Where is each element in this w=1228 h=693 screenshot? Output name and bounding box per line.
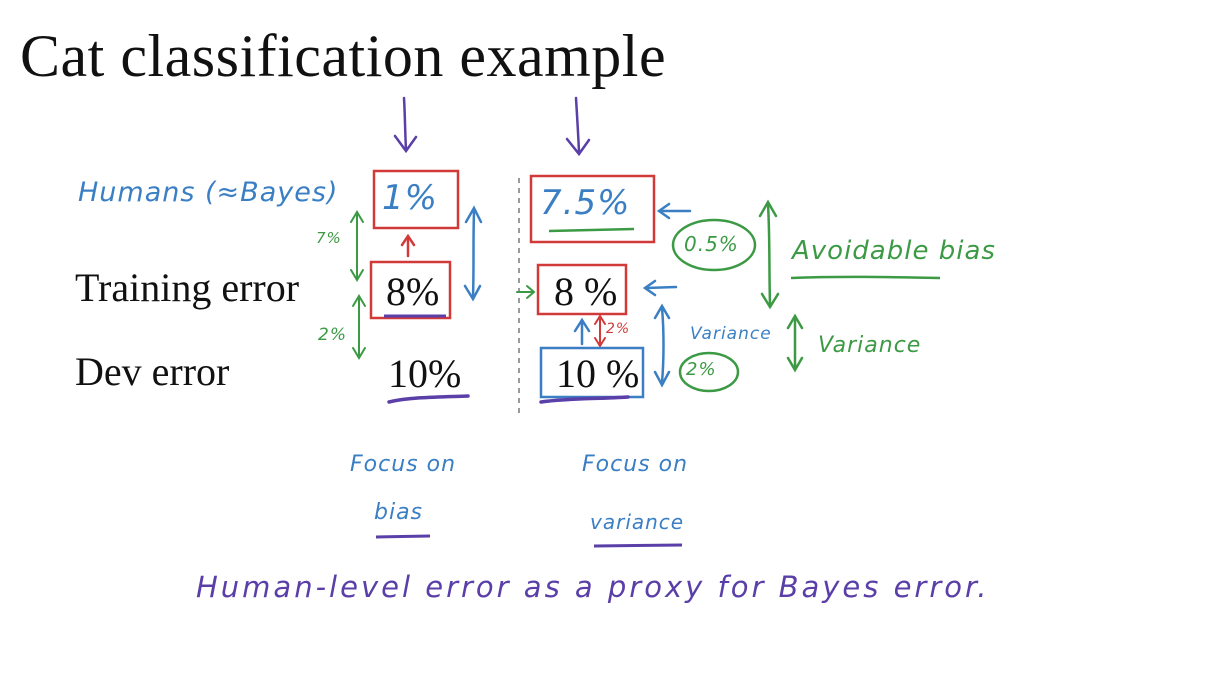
arrow-avoidable-bias	[758, 199, 780, 310]
value-a-training: 8%	[386, 269, 440, 314]
underline-a-dev	[387, 394, 470, 404]
arrow-b-blue-left-mid	[642, 279, 678, 297]
row-label-humans: Humans (≈Bayes)	[78, 177, 339, 208]
focus-b-line1: Focus on	[582, 452, 689, 477]
column-b-pointer-arrow	[565, 96, 591, 157]
column-a-pointer-arrow	[393, 96, 418, 154]
label-avoidable-bias: Avoidable bias	[792, 236, 996, 266]
arrow-a-red-up	[400, 233, 416, 258]
focus-a-line1: Focus on	[350, 452, 457, 477]
underline-b-dev	[539, 395, 630, 404]
arrow-a-blue-double	[463, 205, 483, 302]
label-variance-right: Variance	[818, 333, 922, 358]
row-label-dev: Dev error	[75, 349, 230, 394]
value-b-training: 8 %	[554, 269, 618, 314]
bottom-note: Human-level error as a proxy for Bayes e…	[196, 570, 990, 604]
box-b-training	[536, 263, 628, 316]
value-b-dev: 10 %	[556, 351, 640, 396]
gap-a-bias-label: 7%	[316, 229, 342, 247]
gap-b-label: 2%	[606, 321, 631, 337]
focus-b-line2: variance	[590, 510, 685, 534]
row-label-training: Training error	[75, 265, 300, 310]
value-a-human: 1%	[382, 178, 438, 218]
bubble-variance-outline	[678, 351, 740, 393]
value-b-human: 7.5%	[540, 183, 631, 223]
slide-title: Cat classification example	[20, 23, 667, 89]
arrow-a-green-bottom	[352, 294, 366, 360]
gap-a-variance-label: 2%	[318, 325, 347, 345]
arrow-b-red-double	[594, 314, 606, 348]
bubble-avoidable-value: 0.5%	[684, 232, 739, 256]
underline-b-human	[548, 227, 635, 233]
underline-focus-bias	[375, 534, 431, 539]
box-a-training	[369, 260, 452, 320]
bubble-variance-value: 2%	[686, 359, 717, 380]
box-b-human	[529, 174, 656, 244]
arrow-b-blue-double	[653, 303, 671, 388]
arrow-b-blue-up	[573, 317, 591, 346]
label-variance-left: Variance	[690, 324, 772, 344]
value-a-dev: 10%	[388, 351, 462, 396]
arrow-a-green-top	[350, 210, 364, 282]
box-a-human	[372, 169, 460, 230]
bubble-avoidable-outline	[671, 218, 757, 272]
underline-avoidable-bias	[790, 275, 941, 280]
arrow-variance	[786, 313, 804, 373]
arrow-b-green-in	[516, 285, 536, 299]
focus-a-line2: bias	[374, 500, 424, 525]
arrow-b-blue-left-top	[656, 202, 692, 220]
underline-focus-variance	[593, 543, 683, 548]
